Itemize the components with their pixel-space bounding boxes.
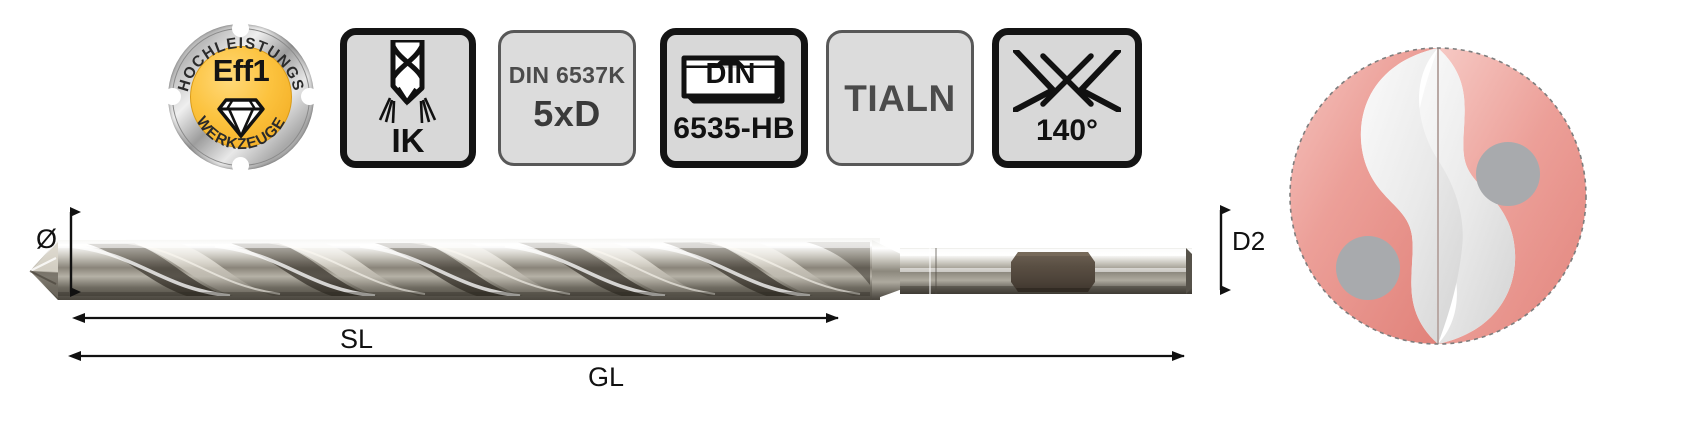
point-angle-badge: 140° bbox=[992, 28, 1142, 168]
shank-diameter-label: D2 bbox=[1232, 226, 1266, 256]
eff1-notch-right bbox=[301, 88, 318, 105]
dimension-annotations bbox=[68, 205, 1231, 361]
shank-outline-icon: DIN bbox=[681, 52, 787, 106]
point-angle-icon bbox=[1013, 50, 1121, 112]
drill-tip-coolant-icon bbox=[378, 39, 437, 123]
internal-coolant-badge: IK bbox=[340, 28, 476, 168]
diameter-label: Ø bbox=[36, 224, 58, 254]
eff1-notch-top bbox=[232, 20, 249, 37]
din-6535-hb-label: 6535-HB bbox=[673, 112, 795, 145]
point-angle-label: 140° bbox=[1035, 114, 1099, 147]
cross-section-outline bbox=[1289, 47, 1587, 345]
overall-length-label: GL bbox=[588, 362, 625, 392]
drill-body-graphic bbox=[29, 238, 1192, 300]
drill-depth-ratio-label: 5xD bbox=[533, 93, 601, 134]
eff1-notch-bottom bbox=[232, 157, 249, 174]
coolant-hole-upper bbox=[1476, 142, 1540, 206]
din-6535-hb-badge: DIN 6535-HB bbox=[660, 28, 808, 168]
din-label: DIN bbox=[705, 58, 756, 90]
cross-section-graphic bbox=[1289, 47, 1587, 345]
flute-length-label: SL bbox=[340, 324, 374, 354]
din-6537k-badge: DIN 6537K 5xD bbox=[498, 30, 636, 166]
coolant-hole-lower bbox=[1336, 236, 1400, 300]
eff1-quality-logo: HOCHLEISTUNGS WERKZEUGE Eff1 bbox=[164, 20, 318, 174]
eff1-brand-label: Eff1 bbox=[212, 53, 270, 88]
drill-cross-section bbox=[1272, 26, 1604, 366]
diamond-icon bbox=[217, 98, 265, 140]
eff1-notch-left bbox=[164, 88, 181, 105]
ik-label: IK bbox=[391, 121, 425, 159]
tialn-label: TIALN bbox=[844, 77, 956, 119]
badge-row: HOCHLEISTUNGS WERKZEUGE Eff1 bbox=[0, 0, 1688, 180]
drill-illustration: Ø D2 SL GL bbox=[0, 176, 1270, 446]
tialn-coating-badge: TIALN bbox=[826, 30, 974, 166]
din-6537k-label: DIN 6537K bbox=[508, 62, 626, 88]
